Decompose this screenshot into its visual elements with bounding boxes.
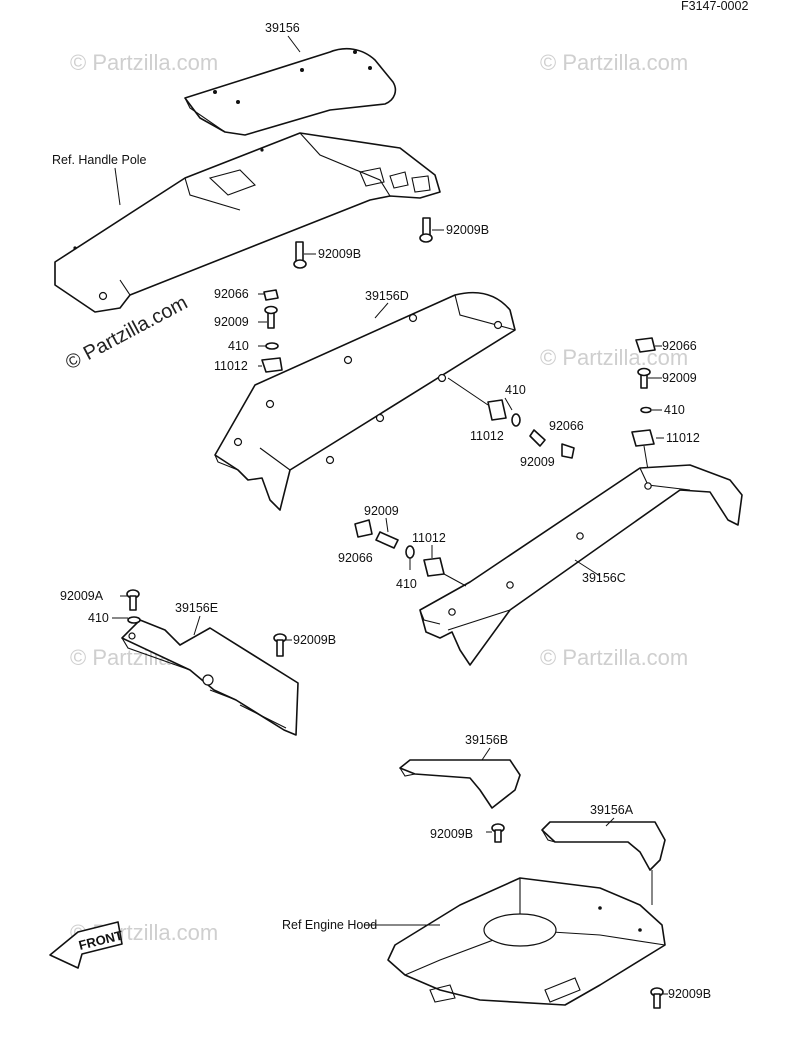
label-92066-a: 92066 [214,287,249,301]
front-arrow-icon: FRONT [49,921,124,969]
label-410-middle: 410 [396,577,417,591]
label-92009b-small: 92009B [430,827,473,841]
label-11012-right: 11012 [666,431,700,445]
label-ref-engine-hood: Ref Engine Hood [282,918,377,932]
label-39156c: 39156C [582,571,626,585]
watermark: © Partzilla.com [540,345,688,370]
part-39156e [121,619,299,736]
handle-pole [54,132,441,313]
label-92009b-b: 92009B [318,247,361,261]
label-92066-right: 92066 [662,339,697,353]
label-ref-handle-pole: Ref. Handle Pole [52,153,147,167]
label-11012-middle: 11012 [412,531,446,545]
watermark: © Partzilla.com [540,645,688,670]
label-39156b: 39156B [465,733,508,747]
part-39156b [399,759,521,809]
label-39156a: 39156A [590,803,634,817]
watermark-rotated: © Partzilla.com [62,292,191,375]
label-92009a: 92009A [60,589,104,603]
label-410-b: 410 [505,383,526,397]
label-39156e: 39156E [175,601,218,615]
fastener-cluster-middle [354,519,445,577]
part-39156-top-cover [184,47,397,136]
watermark: © Partzilla.com [70,50,218,75]
part-39156d [214,291,516,511]
label-92009-b: 92009 [520,455,555,469]
label-92009-right: 92009 [662,371,697,385]
label-92009b-bracket: 92009B [293,633,336,647]
label-11012-b: 11012 [470,429,504,443]
bolt-92009b-bracket [273,633,287,657]
bolt-92009b-lower [293,241,307,269]
label-92066-b: 92066 [549,419,584,433]
label-92009b-hood: 92009B [668,987,711,1001]
label-92009b-a: 92009B [446,223,489,237]
label-410-e: 410 [88,611,109,625]
bolt-92009b-hood [650,987,664,1009]
label-39156: 39156 [265,21,300,35]
fastener-stack-left [261,289,283,373]
label-410-a: 410 [228,339,249,353]
watermark: © Partzilla.com [540,50,688,75]
fastener-stack-right [631,337,656,447]
bolt-92009a-and-washer [126,589,141,624]
bolt-92009b-upper [419,217,433,243]
screw-92009-and-nut-92066-middle [529,429,575,459]
bolt-92009b-small [491,823,505,843]
label-92009-middle: 92009 [364,504,399,518]
grommet-11012-middle [487,399,521,427]
watermark-layer: © Partzilla.com © Partzilla.com © Partzi… [70,50,688,945]
label-410-right: 410 [664,403,685,417]
part-39156c [419,464,743,666]
label-11012-a: 11012 [214,359,248,373]
part-39156a [541,821,666,871]
engine-hood [387,877,666,1006]
label-92066-middle: 92066 [338,551,373,565]
figure-code: F3147-0002 [681,0,748,13]
label-39156d: 39156D [365,289,409,303]
label-92009-a: 92009 [214,315,249,329]
